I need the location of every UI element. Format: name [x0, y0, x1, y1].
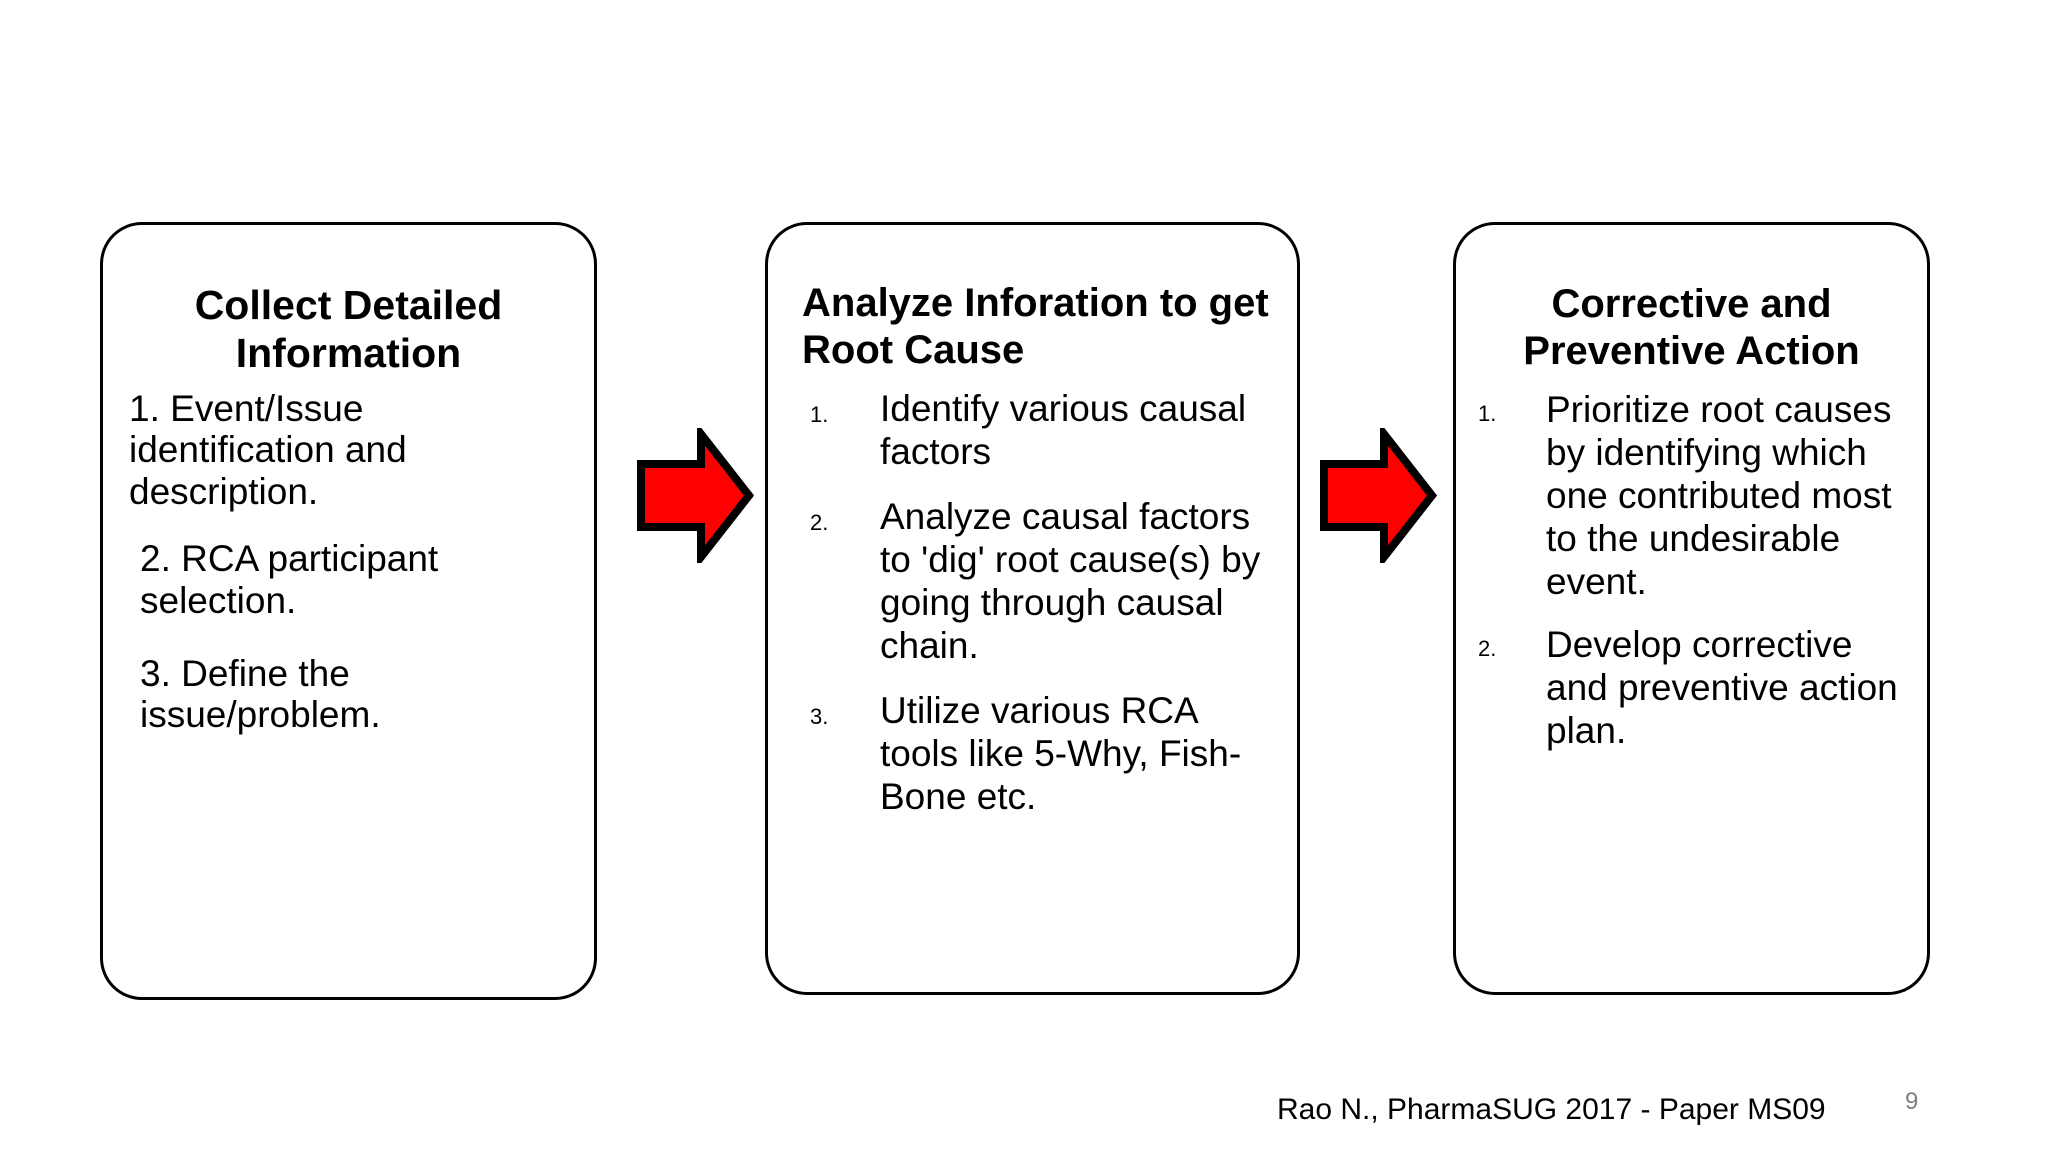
process-box-collect-detailed-information[interactable]: Collect Detailed Information 1. Event/Is… [100, 222, 597, 1000]
list-item-text: Develop corrective and preventive action… [1546, 623, 1898, 751]
list-item-text: Analyze causal factors to 'dig' root cau… [880, 496, 1261, 666]
list-item-text: Identify various causal factors [880, 388, 1247, 473]
list-item: 3. Define the issue/problem. [140, 652, 381, 736]
list-item-text: Utilize various RCA tools like 5-Why, Fi… [880, 689, 1242, 817]
box-3-list: 1. Prioritize root causes by identifying… [1456, 389, 1927, 752]
list-marker: 1. [810, 402, 829, 428]
list-marker: 3. [810, 703, 829, 729]
list-item: 2. Develop corrective and preventive act… [1478, 624, 1913, 753]
slide-number: 9 [1905, 1088, 1919, 1115]
box-3-title: Corrective and Preventive Action [1523, 282, 1860, 374]
list-item: 1. Event/Issue identification and descri… [129, 387, 407, 512]
list-item: 1. Prioritize root causes by identifying… [1478, 389, 1913, 604]
list-item: 1. Identify various causal factors [810, 388, 1277, 474]
box-2-list: 1. Identify various causal factors 2. An… [768, 388, 1297, 818]
list-marker: 1. [1478, 401, 1497, 427]
process-box-analyze-information-to-get-root-cause[interactable]: Analyze Inforation to get Root Cause 1. … [765, 222, 1300, 995]
right-arrow-icon [635, 422, 755, 569]
list-item-text: Prioritize root causes by identifying wh… [1546, 389, 1892, 602]
box-1-title: Collect Detailed Information [194, 282, 503, 377]
footer-citation: Rao N., PharmaSUG 2017 - Paper MS09 [1277, 1093, 1826, 1126]
list-item: 2. RCA participant selection. [140, 538, 439, 621]
list-marker: 2. [1478, 635, 1497, 661]
box-1-list: 1. Event/Issue identification and descri… [103, 388, 594, 736]
right-arrow-icon [1318, 422, 1438, 569]
list-marker: 2. [810, 510, 829, 536]
list-item: 2. Analyze causal factors to 'dig' root … [810, 496, 1277, 668]
process-box-corrective-and-preventive-action[interactable]: Corrective and Preventive Action 1. Prio… [1453, 222, 1930, 995]
box-2-title: Analyze Inforation to get Root Cause [802, 281, 1269, 373]
list-item: 3. Utilize various RCA tools like 5-Why,… [810, 690, 1277, 819]
